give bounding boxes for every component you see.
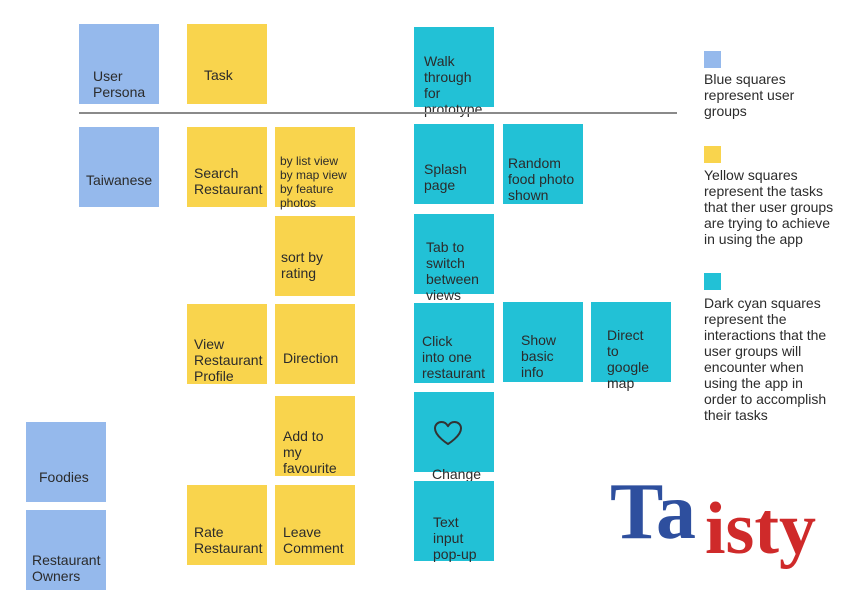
interaction-tab-switch-label: Tab to switch between views bbox=[426, 239, 479, 303]
persona-restaurant-owners-label: Restaurant Owners bbox=[32, 552, 101, 584]
task-header-label: Task bbox=[204, 67, 233, 83]
interaction-show-basic-info-label: Show basic info bbox=[521, 332, 557, 380]
header-divider bbox=[79, 112, 677, 114]
persona-header-label: User Persona bbox=[93, 68, 146, 100]
interaction-splash-page-label: Splash page bbox=[424, 161, 467, 193]
subtask-leave-comment-label: Leave Comment bbox=[283, 524, 344, 556]
legend-blue-text: Blue squares represent user groups bbox=[704, 71, 795, 119]
legend-blue-swatch bbox=[704, 51, 721, 68]
interaction-show-basic-info-note: Show basic info bbox=[503, 302, 583, 382]
subtask-by-views-note: by list view by map view by feature phot… bbox=[275, 127, 355, 210]
interaction-click-restaurant-label: Click into one restaurant bbox=[422, 333, 486, 381]
interaction-random-photo-label: Random food photo shown bbox=[508, 155, 575, 203]
legend-cyan-text: Dark cyan squares represent the interact… bbox=[704, 295, 827, 423]
task-view-profile-note: View Restaurant Profile bbox=[187, 304, 267, 384]
interaction-click-restaurant-note: Click into one restaurant bbox=[414, 303, 494, 383]
persona-taiwanese-note: Taiwanese bbox=[79, 127, 159, 207]
interaction-text-popup-label: Text input pop-up bbox=[433, 514, 477, 562]
interaction-text-popup-note: Text input pop-up bbox=[414, 481, 494, 562]
subtask-add-favourite-label: Add to my favourite bbox=[283, 428, 337, 476]
interaction-direct-google-map-note: Direct to google map bbox=[591, 302, 671, 391]
interaction-tab-switch-note: Tab to switch between views bbox=[414, 214, 494, 303]
subtask-leave-comment-note: Leave Comment bbox=[275, 485, 355, 565]
task-rate-restaurant-note: Rate Restaurant bbox=[187, 485, 267, 565]
walkthrough-header-note: Walk through for prototype bbox=[414, 27, 494, 117]
walkthrough-header-label: Walk through for prototype bbox=[424, 53, 483, 117]
persona-foodies-label: Foodies bbox=[39, 469, 89, 485]
persona-restaurant-owners-note: Restaurant Owners bbox=[26, 510, 106, 590]
task-search-restaurant-note: Search Restaurant bbox=[187, 127, 267, 207]
task-header-note: Task bbox=[187, 24, 267, 104]
subtask-direction-label: Direction bbox=[283, 350, 339, 366]
interaction-random-photo-note: Random food photo shown bbox=[503, 124, 583, 204]
persona-foodies-note: Foodies bbox=[26, 422, 106, 502]
interaction-splash-page-note: Splash page bbox=[414, 124, 494, 204]
task-view-profile-label: View Restaurant Profile bbox=[194, 336, 263, 384]
tasty-logo: Ta isty bbox=[610, 472, 830, 572]
interaction-direct-google-map-label: Direct to google map bbox=[607, 327, 650, 391]
subtask-sort-by-rating-label: sort by rating bbox=[281, 249, 324, 281]
task-search-restaurant-label: Search Restaurant bbox=[194, 165, 263, 197]
subtask-by-views-label: by list view by map view by feature phot… bbox=[280, 154, 347, 210]
legend-cyan-swatch bbox=[704, 273, 721, 290]
logo-part-red: isty bbox=[705, 488, 816, 570]
subtask-sort-by-rating-note: sort by rating bbox=[275, 216, 355, 296]
logo-part-blue: Ta bbox=[610, 468, 697, 556]
persona-taiwanese-label: Taiwanese bbox=[86, 172, 153, 188]
subtask-direction-note: Direction bbox=[275, 304, 355, 384]
task-rate-restaurant-label: Rate Restaurant bbox=[194, 524, 263, 556]
subtask-add-favourite-note: Add to my favourite bbox=[275, 396, 355, 476]
legend-yellow-swatch bbox=[704, 146, 721, 163]
persona-header-note: User Persona bbox=[79, 24, 159, 104]
interaction-change-color-note: Change color bbox=[414, 392, 494, 498]
legend-yellow-text: Yellow squares represent the tasks that … bbox=[704, 167, 834, 247]
heart-icon bbox=[434, 421, 462, 445]
